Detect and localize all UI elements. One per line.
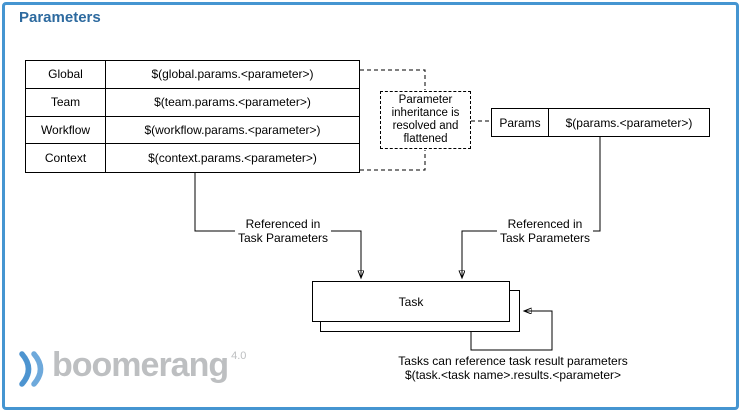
task-result-loop-arrow <box>470 311 553 351</box>
params-to-task-arrow <box>462 137 601 278</box>
table-top-dashed-connector <box>360 69 426 90</box>
task-box: Task <box>312 281 510 322</box>
boomerang-logo: boomerang 4.0 <box>19 345 246 389</box>
table-row-value-team: $(team.params.<parameter>) <box>106 89 359 117</box>
task-result-note-line2: $(task.<task name>.results.<parameter> <box>404 367 622 382</box>
referenced-in-label-left-line2: Task Parameters <box>237 231 329 245</box>
referenced-in-label-left-line1: Referenced in <box>245 217 321 231</box>
referenced-in-label-right-line1: Referenced in <box>507 217 583 231</box>
task-box-label: Task <box>398 294 424 309</box>
inheritance-note-box: Parameter inheritance is resolved and fl… <box>380 91 471 149</box>
page-title: Parameters <box>19 9 101 26</box>
parameter-scope-table: Global $(global.params.<parameter>) Team… <box>25 60 360 173</box>
referenced-in-label-right-line2: Task Parameters <box>499 231 591 245</box>
table-row-value-workflow: $(workflow.params.<parameter>) <box>106 117 359 145</box>
task-result-note-line1: Tasks can reference task result paramete… <box>398 354 628 368</box>
table-row-label-global: Global <box>26 61 106 89</box>
task-result-note: Tasks can reference task result paramete… <box>398 354 628 382</box>
table-row-label-team: Team <box>26 88 106 117</box>
params-box: Params $(params.<parameter>) <box>491 108 710 137</box>
table-row-value-context: $(context.params.<parameter>) <box>148 151 317 166</box>
double-chevron-icon <box>19 351 44 387</box>
logo-version: 4.0 <box>231 350 247 362</box>
referenced-in-label-left: Referenced in Task Parameters <box>234 217 332 245</box>
inheritance-note-text: Parameter inheritance is resolved and fl… <box>391 94 460 145</box>
params-box-value: $(params.<parameter>) <box>565 115 693 130</box>
table-row-label-context: Context <box>26 144 106 172</box>
params-box-label: Params <box>492 109 549 136</box>
table-bottom-dashed-connector <box>360 150 426 171</box>
referenced-in-label-right: Referenced in Task Parameters <box>496 217 594 245</box>
table-row-label-workflow: Workflow <box>26 116 106 145</box>
logo-wordmark: boomerang <box>52 346 229 384</box>
table-row-value-global: $(global.params.<parameter>) <box>106 61 359 89</box>
